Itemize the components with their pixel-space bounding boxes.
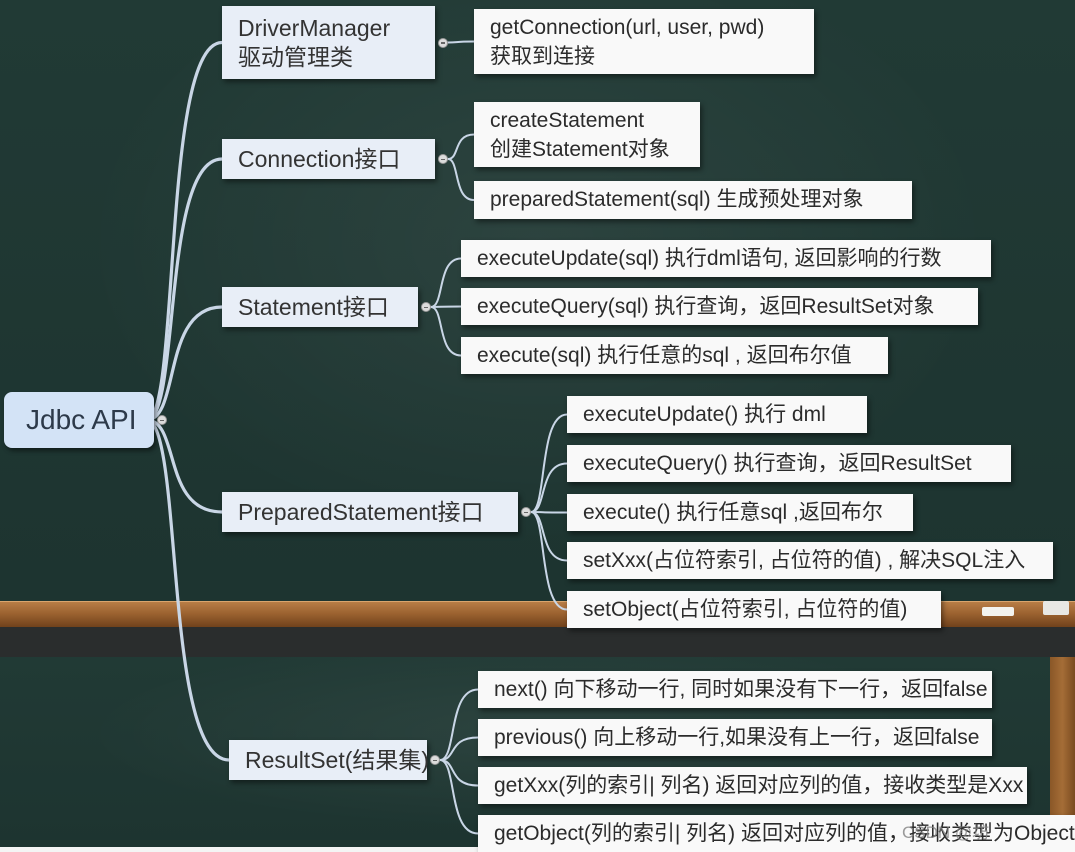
child-node-3-4[interactable]: setObject(占位符索引, 占位符的值) [567,591,941,628]
connector-line [144,418,224,514]
child-node-4-1[interactable]: previous() 向上移动一行,如果没有上一行，返回false [478,719,992,756]
branch-node-1[interactable]: Connection接口 [222,139,435,179]
child-node-0-0[interactable]: getConnection(url, user, pwd) 获取到连接 [474,9,814,74]
child-node-4-0[interactable]: next() 向下移动一行, 同时如果没有下一行，返回false [478,671,992,708]
branch-4-collapse-toggle[interactable] [430,755,440,765]
connector-line [447,158,475,201]
chalk-piece [982,607,1014,616]
watermark: CSDN @坊 [902,823,990,842]
child-node-4-2[interactable]: getXxx(列的索引| 列名) 返回对应列的值，接收类型是Xxx [478,767,1027,804]
child-node-4-2-text: getXxx(列的索引| 列名) 返回对应列的值，接收类型是Xxx [494,773,1024,797]
child-node-2-2[interactable]: execute(sql) 执行任意的sql , 返回布尔值 [461,337,888,374]
child-node-4-1-text: previous() 向上移动一行,如果没有上一行，返回false [494,725,980,749]
child-node-4-0-text: next() 向下移动一行, 同时如果没有下一行，返回false [494,677,988,701]
connector-line [447,133,475,160]
connector-line [430,305,462,308]
child-node-3-3-text: setXxx(占位符索引, 占位符的值) , 解决SQL注入 [583,548,1026,572]
board-gap [0,627,1075,657]
root-node-jdbc-api-text: Jdbc API [26,404,137,435]
child-node-1-0-text: createStatement [490,108,645,132]
branch-node-3-text: PreparedStatement接口 [238,499,484,525]
child-node-4-3-text: getObject(列的索引| 列名) 返回对应列的值，接收类型为Object [494,821,1075,845]
child-node-2-1[interactable]: executeQuery(sql) 执行查询，返回ResultSet对象 [461,288,978,325]
connector-line [439,688,479,761]
child-node-3-0-text: executeUpdate() 执行 dml [583,402,826,426]
child-node-3-4-text: setObject(占位符索引, 占位符的值) [583,597,908,621]
branch-node-3[interactable]: PreparedStatement接口 [222,492,518,532]
connector-line [530,511,568,514]
child-node-4-3[interactable]: getObject(列的索引| 列名) 返回对应列的值，接收类型为Object [478,815,1075,852]
connector-line [530,511,568,611]
child-node-1-1[interactable]: preparedStatement(sql) 生成预处理对象 [474,181,912,219]
connector-line [144,157,224,422]
child-node-2-0-text: executeUpdate(sql) 执行dml语句, 返回影响的行数 [477,246,942,270]
branch-node-4-text: ResultSet(结果集) [245,747,430,773]
branch-node-2[interactable]: Statement接口 [222,287,418,327]
root-collapse-toggle[interactable] [157,415,167,425]
root-node-jdbc-api[interactable]: Jdbc API [4,392,154,448]
branch-node-0-text: DriverManager [238,14,391,41]
child-node-2-0[interactable]: executeUpdate(sql) 执行dml语句, 返回影响的行数 [461,240,991,277]
child-node-2-2-text: execute(sql) 执行任意的sql , 返回布尔值 [477,343,852,367]
connector-line [447,40,475,44]
connector-line [144,40,224,422]
branch-2-collapse-toggle[interactable] [421,302,431,312]
connector-line [439,759,479,835]
branch-0-collapse-toggle[interactable] [438,37,448,48]
child-node-3-0[interactable]: executeUpdate() 执行 dml [567,396,867,433]
branch-node-0-text: 驱动管理类 [238,43,353,70]
connector-line [144,305,224,422]
child-node-1-0-text: 创建Statement对象 [490,137,670,161]
connector-line [430,257,462,308]
connector-line [144,418,231,762]
connector-line [439,736,479,761]
child-node-1-1-text: preparedStatement(sql) 生成预处理对象 [490,188,864,211]
branch-3-collapse-toggle[interactable] [521,507,531,517]
child-node-0-0-text: getConnection(url, user, pwd) [490,15,765,39]
connector-line [530,413,568,513]
child-node-1-0[interactable]: createStatement 创建Statement对象 [474,102,700,167]
branch-node-2-text: Statement接口 [238,294,389,320]
child-node-0-0-text: 获取到连接 [490,44,595,68]
child-node-3-2[interactable]: execute() 执行任意sql ,返回布尔 [567,494,913,531]
branch-node-1-text: Connection接口 [238,146,401,172]
connector-line [430,306,462,357]
child-node-3-2-text: execute() 执行任意sql ,返回布尔 [583,500,883,524]
branch-node-4[interactable]: ResultSet(结果集) [229,740,430,780]
eraser [1043,601,1069,615]
child-node-3-1[interactable]: executeQuery() 执行查询，返回ResultSet [567,445,1011,482]
child-node-3-1-text: executeQuery() 执行查询，返回ResultSet [583,451,972,475]
child-node-3-3[interactable]: setXxx(占位符索引, 占位符的值) , 解决SQL注入 [567,542,1053,579]
child-node-2-1-text: executeQuery(sql) 执行查询，返回ResultSet对象 [477,294,935,318]
connector-line [530,462,568,513]
branch-1-collapse-toggle[interactable] [438,154,448,164]
